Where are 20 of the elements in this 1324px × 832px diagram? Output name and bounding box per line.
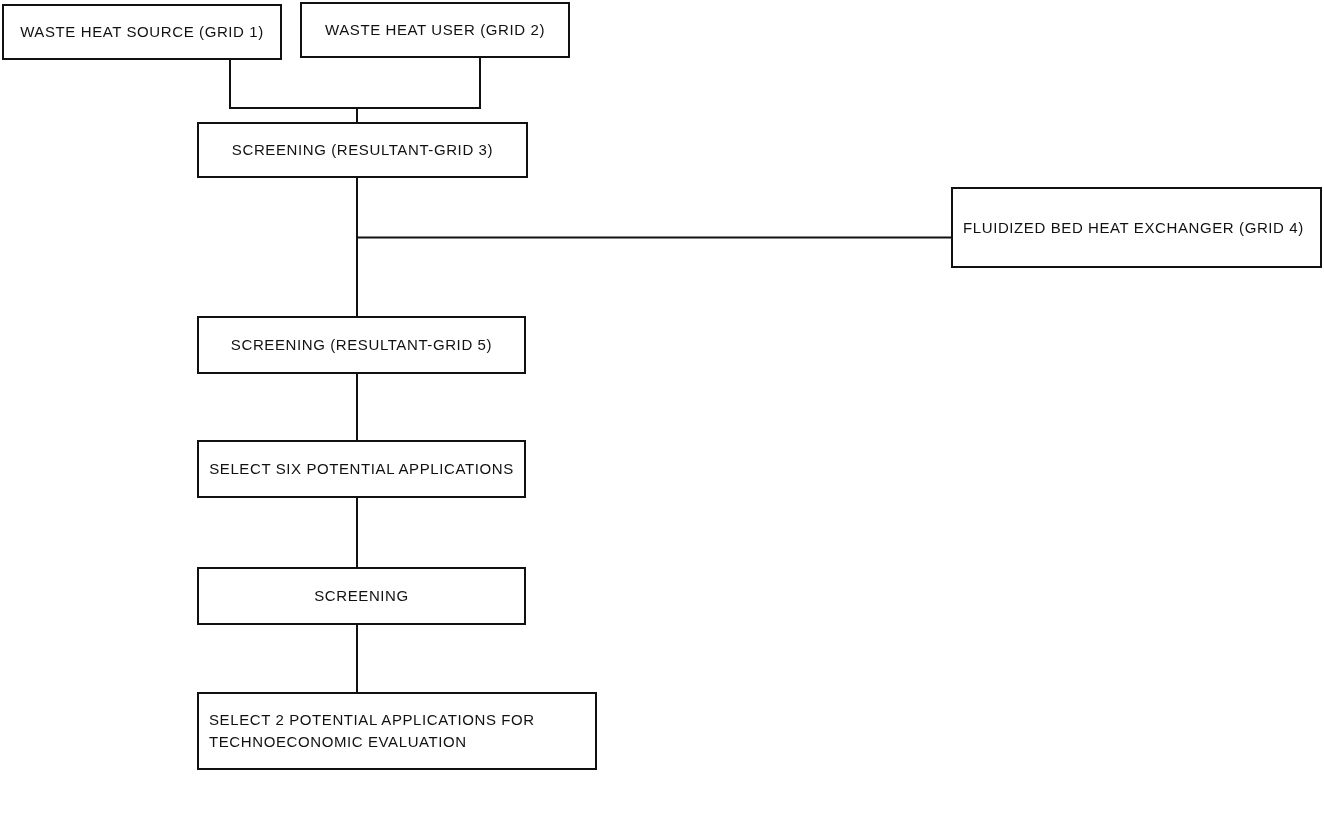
process-box <box>197 440 526 498</box>
box-label: FLUIDIZED BED HEAT EXCHANGER (GRID 4) <box>963 217 1304 238</box>
box-label: WASTE HEAT SOURCE (GRID 1) <box>20 22 264 43</box>
process-box <box>197 567 526 625</box>
process-box <box>197 122 528 178</box>
process-box <box>197 316 526 374</box>
connector-line <box>356 624 358 693</box>
process-box <box>2 4 282 60</box>
box-label: SCREENING <box>314 586 409 607</box>
box-label: WASTE HEAT USER (GRID 2) <box>325 20 545 41</box>
process-box <box>951 187 1322 268</box>
process-box <box>197 692 597 770</box>
box-label: SCREENING (RESULTANT-GRID 3) <box>231 140 494 161</box>
box-label: SELECT SIX POTENTIAL APPLICATIONS <box>209 459 514 480</box>
box-label: SCREENING (RESULTANT-GRID 5) <box>230 335 493 356</box>
connector-line <box>356 57 481 123</box>
connector-line <box>356 373 358 441</box>
box-label: SELECT 2 POTENTIAL APPLICATIONS FOR TECHNOECONOMIC EVALUATION <box>209 710 536 752</box>
connector-line <box>356 497 358 568</box>
process-box <box>300 2 570 58</box>
